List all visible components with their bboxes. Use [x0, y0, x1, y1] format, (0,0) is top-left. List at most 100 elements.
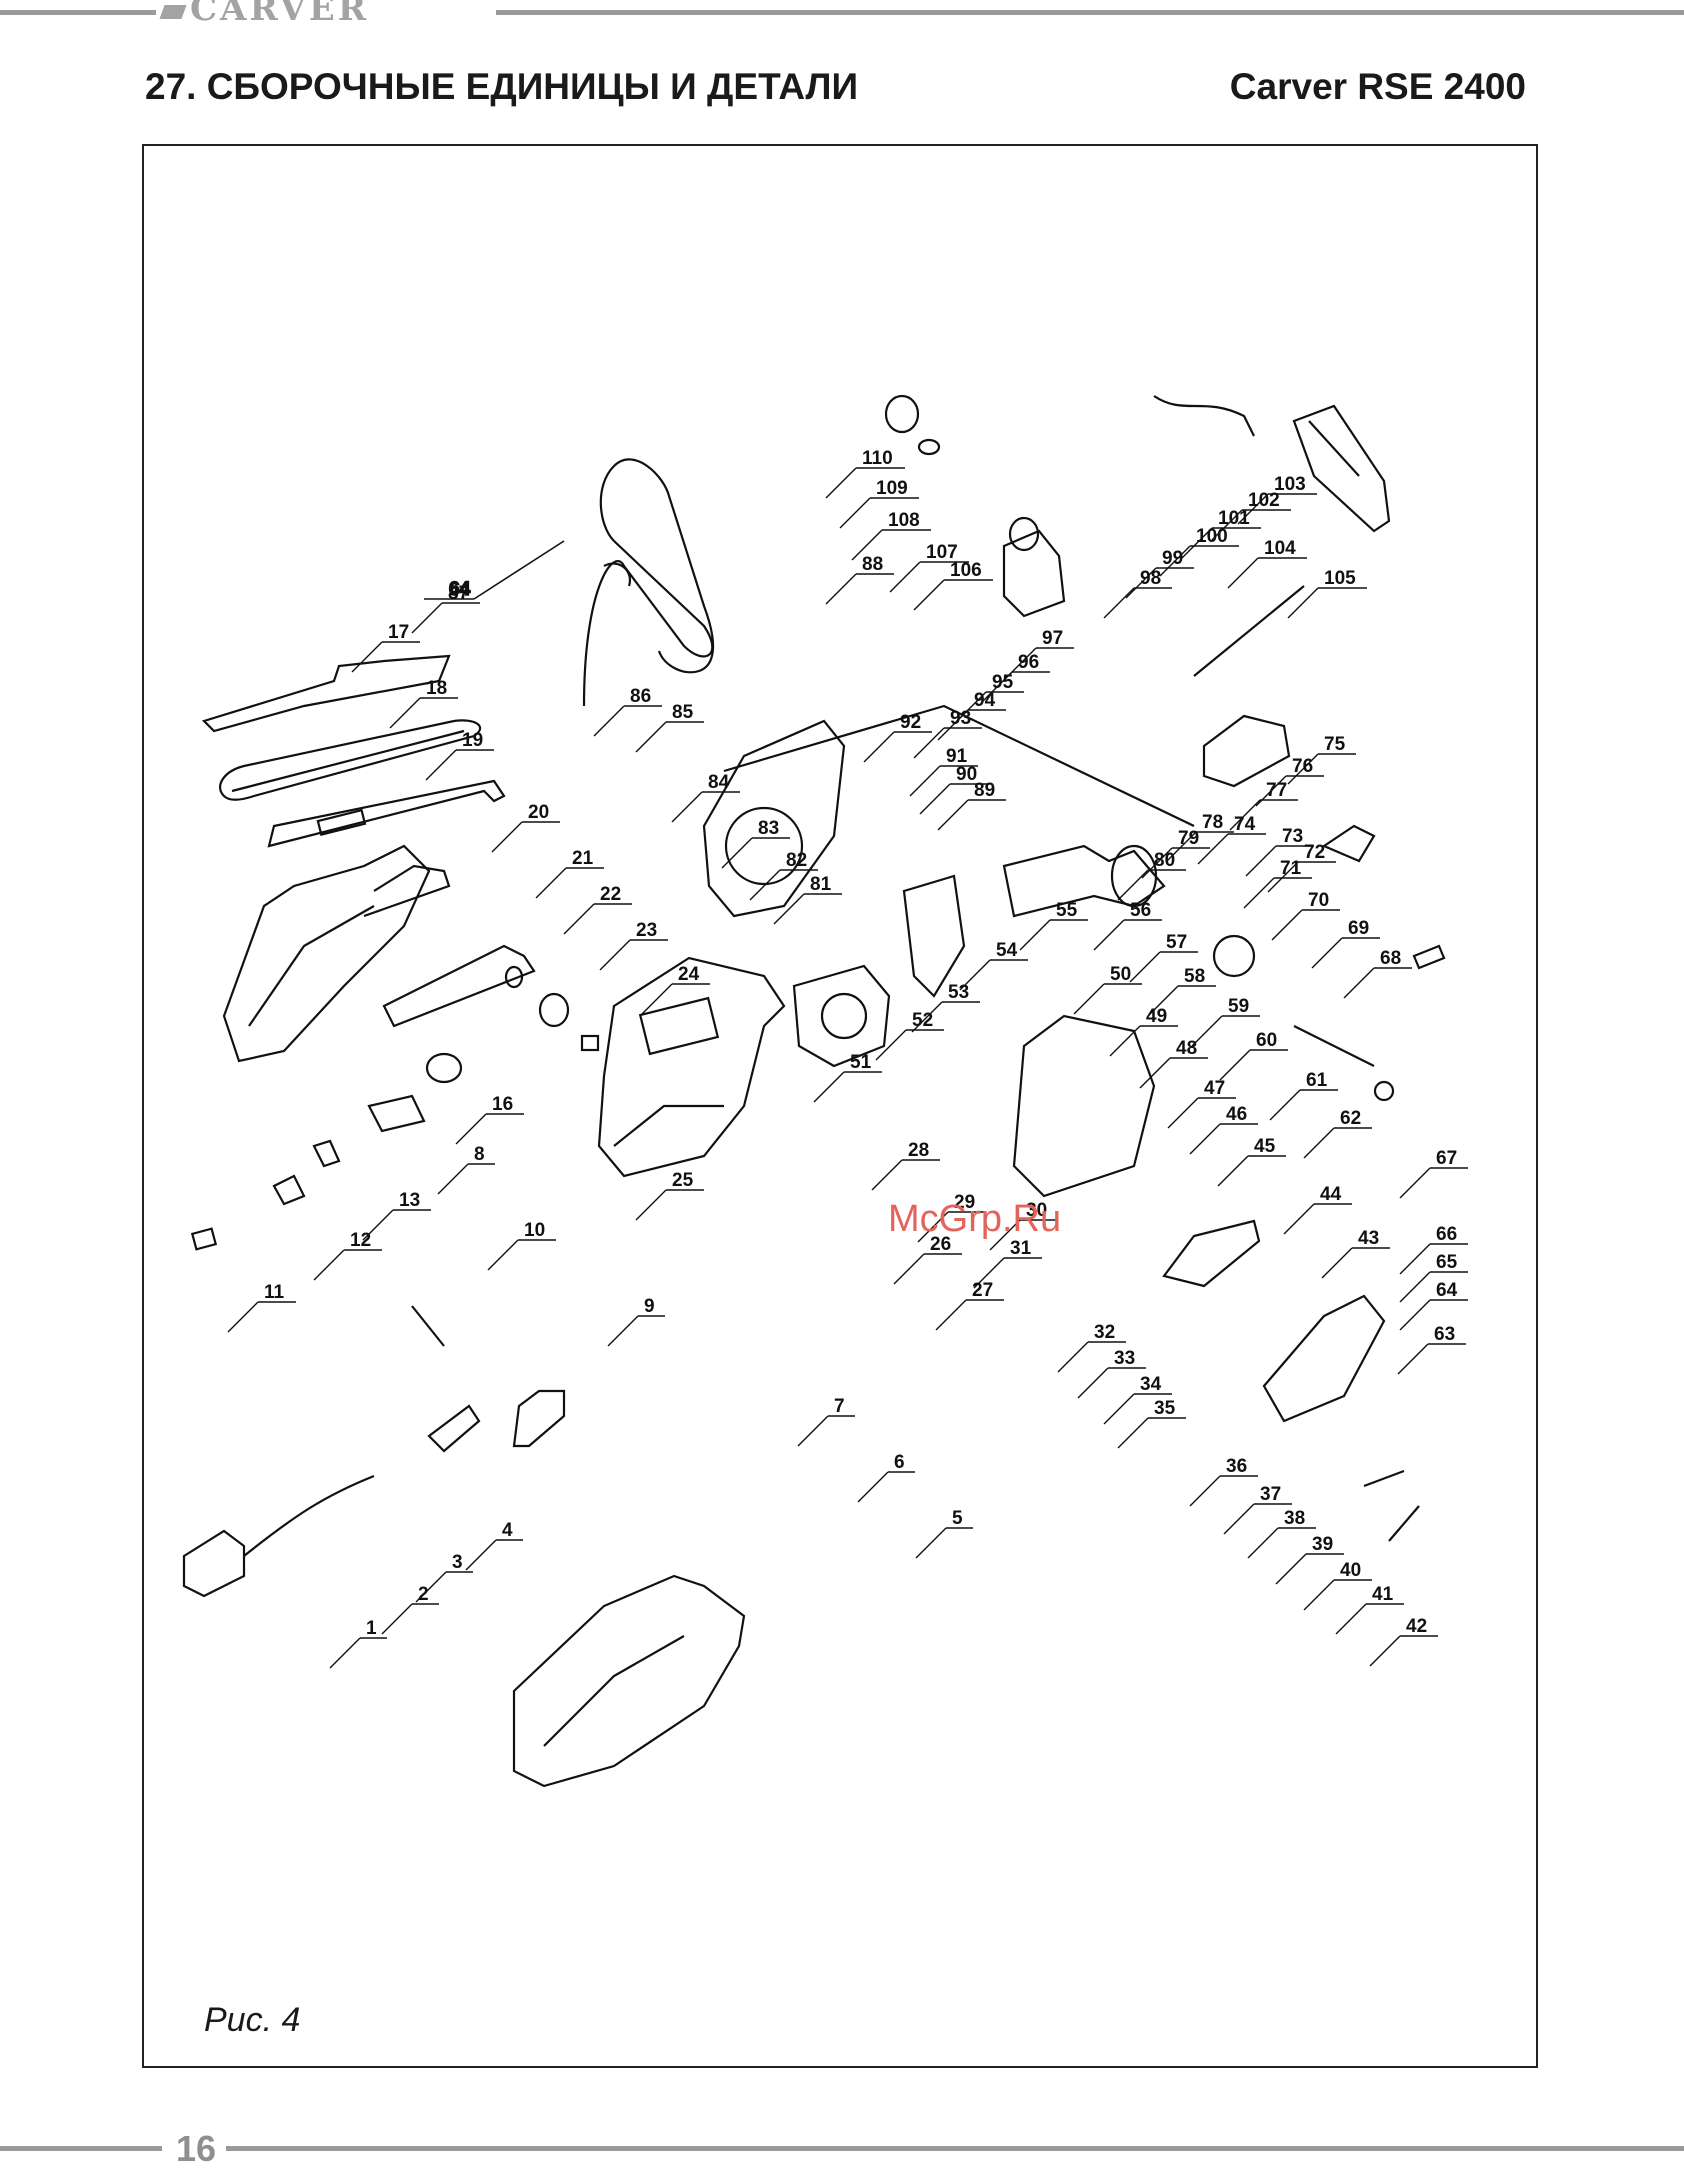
part-label-47: 47 — [1204, 1078, 1225, 1099]
part-label-23: 23 — [636, 920, 657, 941]
part-label-107: 107 — [926, 542, 958, 563]
armature-55 — [1002, 844, 1166, 918]
part-label-16: 16 — [492, 1094, 513, 1115]
part-label-32: 32 — [1094, 1322, 1115, 1343]
part-label-12: 12 — [350, 1230, 371, 1251]
part-label-65: 65 — [1436, 1252, 1458, 1273]
model-name: Carver RSE 2400 — [1229, 66, 1526, 107]
part-leader-line — [535, 867, 567, 899]
part-label-18: 18 — [426, 678, 447, 699]
part-label-42: 42 — [1406, 1616, 1427, 1637]
part-label-57: 57 — [1166, 932, 1187, 953]
part-leader-line — [227, 1301, 259, 1333]
part-label-93: 93 — [950, 708, 971, 729]
part-label-97: 97 — [1042, 628, 1063, 649]
part-label-62: 62 — [1340, 1108, 1361, 1129]
chain-cover-17 — [201, 654, 451, 733]
part-label-46: 46 — [1226, 1104, 1247, 1125]
part-label-29: 29 — [954, 1192, 975, 1213]
part-leader-line — [491, 821, 523, 853]
part-label-25: 25 — [672, 1170, 694, 1191]
part-label-45: 45 — [1254, 1136, 1276, 1157]
part-label-91: 91 — [946, 746, 968, 767]
part-label-66: 66 — [1436, 1224, 1457, 1245]
part-leader-line — [959, 959, 991, 991]
part-leader-line — [465, 1539, 497, 1571]
part-leader-line — [1269, 1089, 1301, 1121]
part-leader-line — [955, 691, 987, 723]
part-label-28: 28 — [908, 1140, 929, 1161]
part-label-106: 106 — [950, 560, 982, 581]
part-label-99: 99 — [1162, 548, 1183, 569]
part-label-67: 67 — [1436, 1148, 1457, 1169]
part-label-37: 37 — [1260, 1484, 1281, 1505]
part-leader-line — [1399, 1299, 1431, 1331]
part-leader-line — [797, 1415, 829, 1447]
trigger-9 — [512, 1389, 566, 1448]
part-leader-line — [1165, 831, 1197, 863]
part-leader-line — [1303, 1127, 1335, 1159]
part-leader-line — [889, 561, 921, 593]
part-label-33: 33 — [1114, 1348, 1135, 1369]
part-leader-line — [411, 602, 443, 634]
part-label-60: 60 — [1256, 1030, 1277, 1051]
part-leader-line — [911, 1001, 943, 1033]
part-label-74: 74 — [1234, 814, 1256, 835]
section-title: 27. СБОРОЧНЫЕ ЕДИНИЦЫ И ДЕТАЛИ — [145, 66, 859, 107]
part-leader-line — [1303, 1579, 1335, 1611]
brand-logo: CARVER — [159, 0, 369, 26]
part-leader-line — [1283, 1203, 1315, 1235]
part-label-53: 53 — [948, 982, 969, 1003]
part-label-70: 70 — [1308, 890, 1329, 911]
part-label-79: 79 — [1178, 828, 1199, 849]
part-label-51: 51 — [850, 1052, 872, 1073]
part-leader-line — [599, 939, 631, 971]
bottom-rule-right — [226, 2146, 1684, 2151]
part-leader-line — [1141, 847, 1173, 879]
part-leader-line — [871, 1159, 903, 1191]
part-leader-line — [1275, 1553, 1307, 1585]
exploded-diagram-frame: 64 1234567891011121316171819202122232425… — [142, 144, 1538, 2068]
part-label-68: 68 — [1380, 948, 1401, 969]
part-leader-line — [915, 1527, 947, 1559]
part-leader-line — [1125, 567, 1157, 599]
part-leader-line — [1227, 557, 1259, 589]
motor-housing-24 — [597, 956, 786, 1178]
part-label-27: 27 — [972, 1280, 993, 1301]
part-label-41: 41 — [1372, 1584, 1394, 1605]
part-leader-line — [1399, 1167, 1431, 1199]
part-leader-line — [1243, 877, 1275, 909]
part-leader-line — [1217, 1155, 1249, 1187]
front-handle-87 — [582, 458, 715, 707]
part-leader-line — [1369, 1635, 1401, 1667]
top-rule-right — [496, 10, 1684, 15]
part-leader-line — [1255, 775, 1287, 807]
part-leader-line — [1223, 1503, 1255, 1535]
part-label-89: 89 — [974, 780, 995, 801]
part-label-39: 39 — [1312, 1534, 1333, 1555]
part-leader-line — [1189, 1123, 1221, 1155]
part-leader-line — [1343, 967, 1375, 999]
part-label-83: 83 — [758, 818, 779, 839]
part-leader-line — [1093, 919, 1125, 951]
part-label-36: 36 — [1226, 1456, 1247, 1477]
part-label-80: 80 — [1154, 850, 1175, 871]
part-label-3: 3 — [452, 1552, 463, 1573]
part-label-94: 94 — [974, 690, 996, 711]
part-label-75: 75 — [1324, 734, 1346, 755]
part-leader-line — [329, 1637, 361, 1669]
part-label-63: 63 — [1434, 1324, 1455, 1345]
part-leader-line — [487, 1239, 519, 1271]
part-label-77: 77 — [1266, 780, 1287, 801]
part-label-49: 49 — [1146, 1006, 1167, 1027]
part-leader-line — [425, 749, 457, 781]
part-label-86: 86 — [630, 686, 651, 707]
part-label-72: 72 — [1304, 842, 1325, 863]
part-label-8: 8 — [474, 1144, 485, 1165]
part-label-78: 78 — [1202, 812, 1223, 833]
part-label-55: 55 — [1056, 900, 1078, 921]
part-label-81: 81 — [810, 874, 832, 895]
part-label-96: 96 — [1018, 652, 1039, 673]
part-label-56: 56 — [1130, 900, 1151, 921]
part-label-85: 85 — [672, 702, 694, 723]
